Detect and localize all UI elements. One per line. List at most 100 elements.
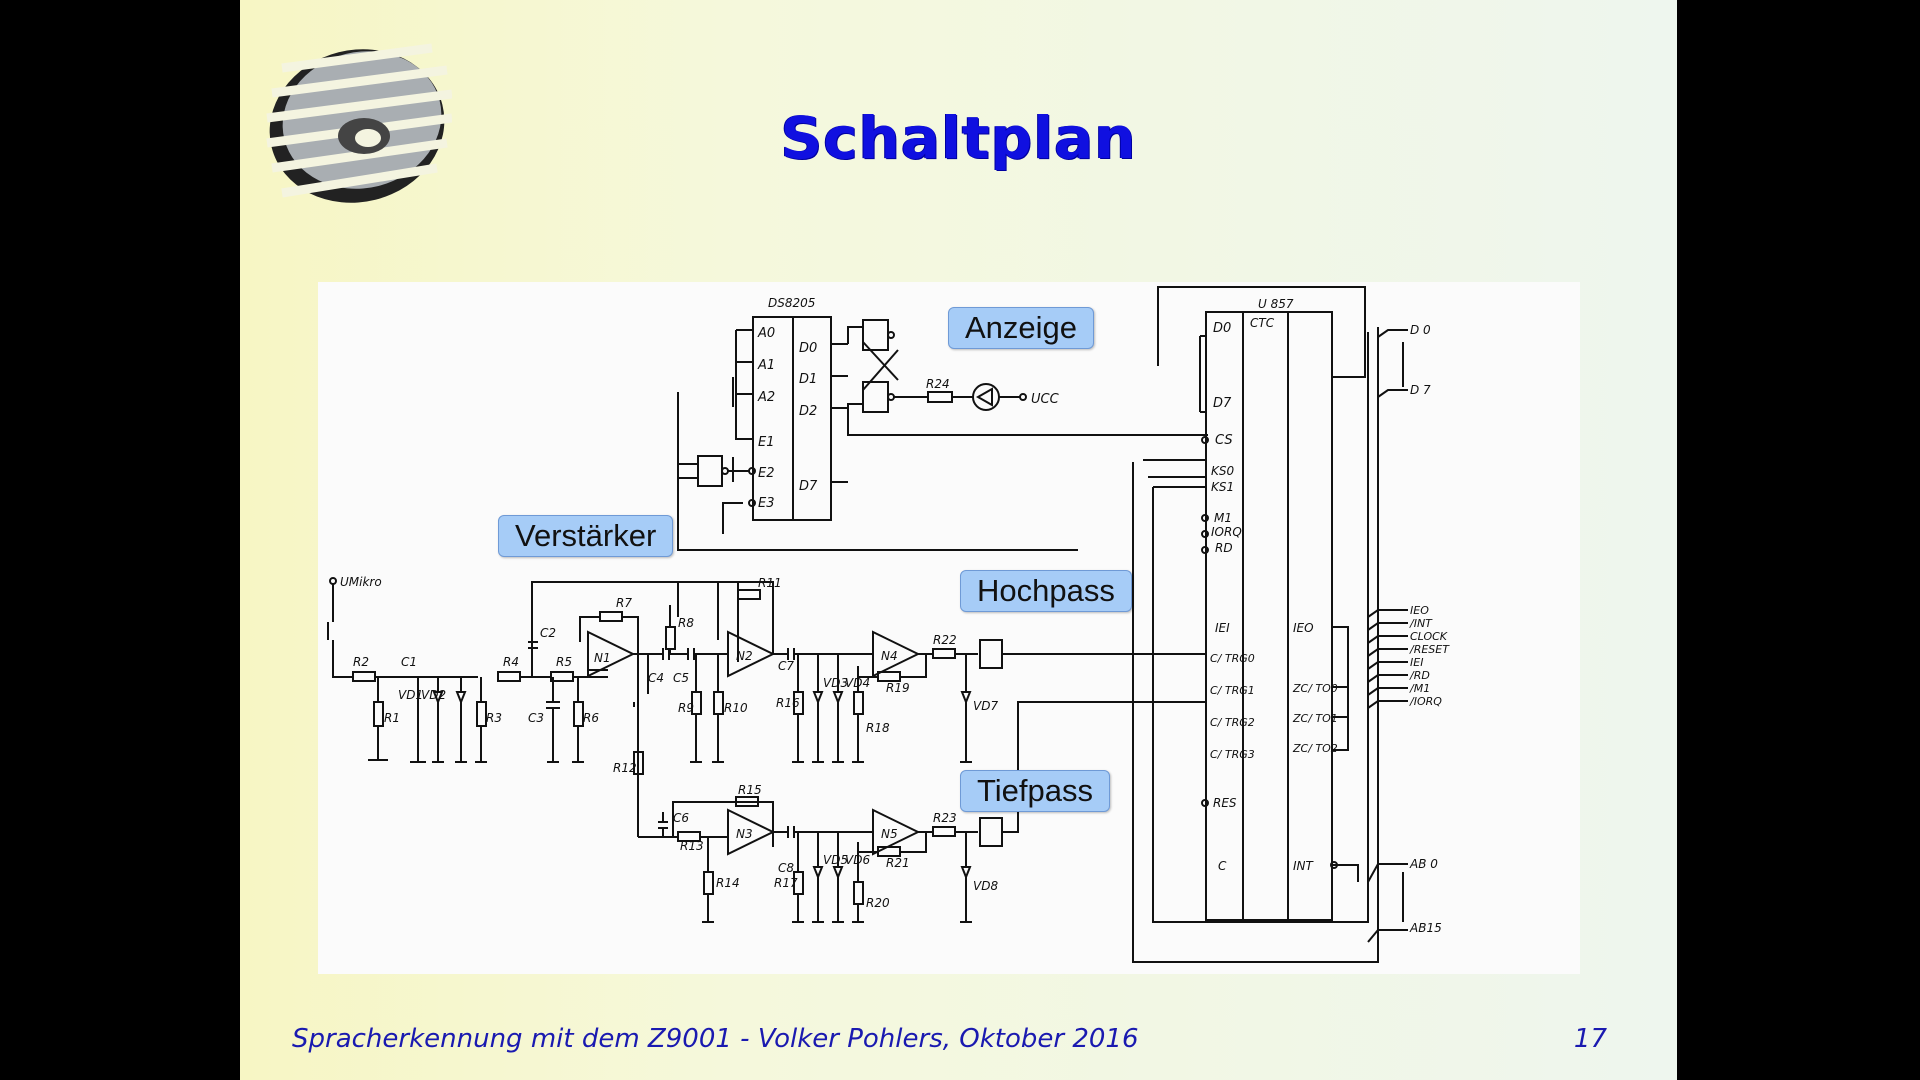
bus-iorq: /IORQ: [1409, 695, 1442, 708]
ctc-pin-ieo: IEO: [1293, 621, 1314, 635]
callout-tiefpass: Tiefpass: [960, 770, 1111, 812]
bus-rd: /RD: [1409, 669, 1430, 682]
ctc-pin-trg3: C/ TRG3: [1210, 748, 1255, 761]
bus-m1: /M1: [1409, 682, 1430, 695]
decoder-name: DS8205: [768, 296, 815, 310]
n4-label: N4: [881, 649, 898, 663]
schematic-diagram: DS8205 A0 A1 A2 E1 E2 E3 D0 D1 D2 D7: [318, 282, 1580, 974]
decoder-pin-e1: E1: [758, 435, 775, 450]
page-title: Schaltplan: [780, 104, 1137, 172]
n1-label: N1: [594, 651, 611, 665]
ctc-pin-ks0: KS0: [1211, 464, 1234, 478]
r9-label: R9: [678, 701, 694, 715]
ctc-pin-cs: CS: [1215, 433, 1233, 448]
decoder-ds8205: DS8205 A0 A1 A2 E1 E2 E3 D0 D1 D2 D7: [678, 296, 848, 534]
ctc-name: U 857: [1258, 297, 1294, 311]
ctc-pin-c: C: [1218, 859, 1227, 873]
callout-verstaerker: Verstärker: [498, 515, 674, 557]
r5-label: R5: [556, 655, 572, 669]
vd5-label: VD5: [823, 853, 848, 867]
r7-label: R7: [616, 596, 632, 610]
vd8-label: VD8: [973, 879, 998, 893]
ctc-pin-to0: ZC/ TO0: [1292, 682, 1338, 695]
r1-label: R1: [384, 711, 400, 725]
r12-label: R12: [613, 761, 637, 775]
decoder-pin-d1: D1: [799, 372, 817, 387]
decoder-pin-e2: E2: [758, 466, 775, 481]
ctc-u857: U 857 CTC D0 D7 CS KS0 KS1 M1 IORQ RD IE…: [1132, 286, 1379, 963]
decoder-pin-e3: E3: [758, 496, 775, 511]
ucc-label: UCC: [1031, 392, 1060, 407]
c3-label: C3: [528, 711, 544, 725]
r15-label: R15: [738, 783, 762, 797]
page-number: 17: [1573, 1024, 1607, 1054]
ctc-pin-d0: D0: [1213, 321, 1231, 336]
r2-label: R2: [353, 655, 369, 669]
ctc-pin-trg2: C/ TRG2: [1210, 716, 1255, 729]
callout-hochpass: Hochpass: [960, 570, 1132, 612]
r19-label: R19: [886, 681, 910, 695]
c1-label: C1: [401, 655, 417, 669]
n3-label: N3: [736, 827, 753, 841]
decoder-pin-a0: A0: [757, 326, 775, 341]
r21-label: R21: [886, 856, 910, 870]
data-bus: D 0 D 7 IEO /INT CLOCK /RESET IEI /RD /M…: [1367, 323, 1450, 943]
c7-label: C7: [778, 659, 794, 673]
footer-text: Spracherkennung mit dem Z9001 - Volker P…: [292, 1024, 1139, 1054]
flipflop-led: R24 UCC: [847, 319, 1208, 436]
r23-label: R23: [933, 811, 957, 825]
ctc-pin-iei: IEI: [1215, 621, 1230, 635]
c5-label: C5: [673, 671, 689, 685]
r16-label: R16: [776, 696, 800, 710]
ctc-pin-res: RES: [1213, 796, 1237, 810]
vd3-label: VD3: [823, 676, 848, 690]
vd7-label: VD7: [973, 699, 998, 713]
opamp-n4: [792, 630, 1206, 763]
c2-label: C2: [540, 626, 556, 640]
bus-ab15: AB15: [1409, 921, 1442, 935]
bus-int: /INT: [1409, 617, 1433, 630]
ctc-pin-rd: RD: [1215, 541, 1233, 555]
r18-label: R18: [866, 721, 890, 735]
vd2-label: VD2: [421, 688, 446, 702]
bus-clock: CLOCK: [1410, 630, 1448, 643]
bus-d0: D 0: [1410, 323, 1431, 337]
r6-label: R6: [583, 711, 599, 725]
component-labels: R2 R1 R3 R4 R5 R6 R7 R8 R9 R10 R11 R12 R…: [353, 576, 998, 910]
logo-icon: [266, 43, 452, 203]
callout-anzeige: Anzeige: [948, 307, 1095, 349]
decoder-pin-a1: A1: [757, 358, 775, 373]
c8-label: C8: [778, 861, 794, 875]
ctc-pin-trg1: C/ TRG1: [1210, 684, 1255, 697]
r11-label: R11: [758, 576, 782, 590]
r17-label: R17: [774, 876, 798, 890]
decoder-pin-d0: D0: [799, 341, 817, 356]
r13-label: R13: [680, 839, 704, 853]
mic-label: UMikro: [340, 575, 382, 589]
r10-label: R10: [724, 701, 748, 715]
slide: Schaltplan DS8205 A0 A1 A2 E1 E2 E3 D0 D…: [240, 0, 1677, 1080]
vd6-label: VD6: [845, 853, 870, 867]
bus-reset: /RESET: [1409, 643, 1450, 656]
r14-label: R14: [716, 876, 740, 890]
r20-label: R20: [866, 896, 890, 910]
ctc-pin-trg0: C/ TRG0: [1210, 652, 1255, 665]
ctc-pin-iorq: IORQ: [1211, 525, 1242, 539]
bus-iei: IEI: [1410, 656, 1423, 669]
vd4-label: VD4: [845, 676, 870, 690]
opamp-n2: [717, 581, 833, 678]
ctc-pin-d7: D7: [1213, 396, 1232, 411]
n5-label: N5: [881, 827, 898, 841]
ctc-pin-ks1: KS1: [1211, 480, 1234, 494]
vd1-label: VD1: [398, 688, 423, 702]
ctc-sub: CTC: [1250, 316, 1275, 330]
ctc-pin-to2: ZC/ TO2: [1292, 742, 1338, 755]
bus-ab0: AB 0: [1409, 857, 1438, 871]
ctc-pin-m1: M1: [1214, 511, 1232, 525]
r4-label: R4: [503, 655, 519, 669]
c6-label: C6: [673, 811, 689, 825]
lowpass-branch: [633, 654, 1206, 923]
input-amplifier: UMikro: [327, 575, 739, 763]
r22-label: R22: [933, 633, 957, 647]
c4-label: C4: [648, 671, 664, 685]
